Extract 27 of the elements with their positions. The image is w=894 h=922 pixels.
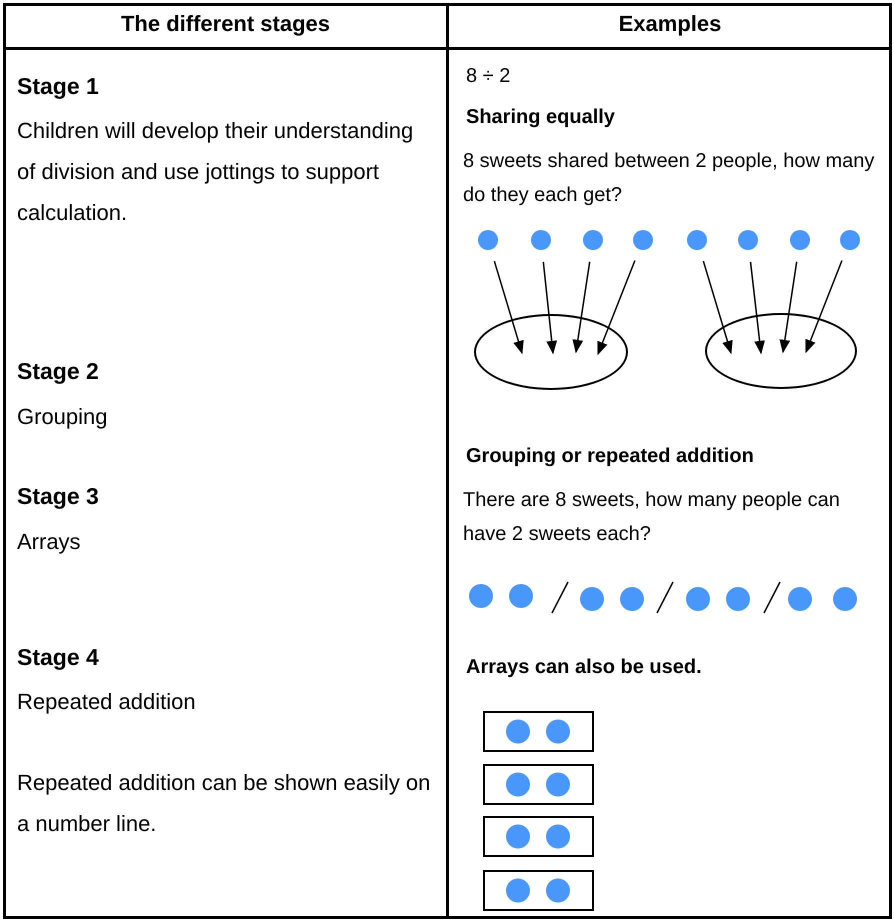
arrow [597, 260, 636, 356]
body-text: Grouping [17, 403, 109, 431]
column-header: The different stages [120, 10, 332, 38]
arrow [805, 260, 843, 354]
arrow [494, 260, 524, 354]
body-text: Children will develop their understanding of division and use jottings to support calculation. [17, 117, 414, 227]
body-text: 8 ÷ 2 [466, 64, 512, 89]
stage-heading: Stage 1 [17, 72, 100, 101]
arrow [542, 262, 558, 354]
arrow [779, 262, 798, 354]
body-text: Arrays [17, 528, 82, 556]
stage-heading: Stage 2 [17, 357, 100, 386]
stage-heading: Stage 3 [17, 482, 100, 511]
section-heading: Sharing equally [466, 105, 616, 130]
stage-heading: Stage 4 [17, 643, 100, 672]
arrow [572, 262, 590, 354]
group-ellipse [705, 313, 857, 389]
body-text: Repeated addition [17, 688, 197, 716]
section-heading: Arrays can also be used. [466, 655, 703, 680]
section-heading: Grouping or repeated addition [466, 444, 755, 469]
body-text: Repeated addition can be shown easily on a number line. [17, 769, 432, 838]
column-header: Examples [618, 10, 722, 38]
group-ellipse [474, 314, 628, 390]
arrow [702, 260, 733, 354]
body-text: There are 8 sweets, how many people can have 2 sweets each? [463, 488, 841, 547]
body-text: 8 sweets shared between 2 people, how many do they each get? [463, 149, 876, 208]
arrow [750, 262, 765, 354]
